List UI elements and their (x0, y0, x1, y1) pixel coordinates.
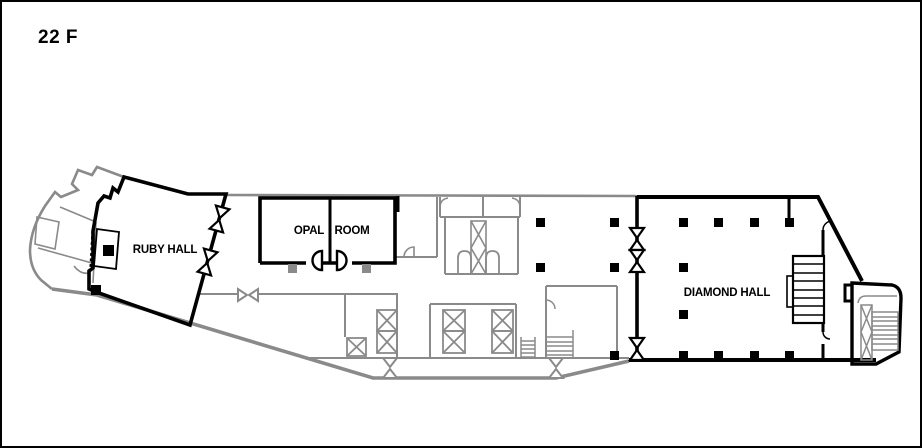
shell-north-wall (225, 193, 638, 198)
elevator-icon (346, 309, 398, 357)
elevator-icon (442, 309, 514, 354)
elevator-bank-left (344, 293, 398, 358)
opal-room-walls (258, 196, 397, 265)
southeast-stair-room (843, 281, 903, 366)
shell-south-wall (51, 287, 630, 380)
opal-right-label: ROOM (335, 225, 370, 237)
door-pockets (457, 250, 500, 274)
diamond-hall-label: DIAMOND HALL (684, 287, 771, 299)
stairs-icon (520, 337, 536, 359)
double-door-icon (627, 226, 647, 252)
escalator-icon (470, 220, 487, 275)
stage-steps (786, 254, 826, 325)
escalator-area (439, 197, 521, 275)
elevator-bank-middle (429, 303, 517, 358)
service-core (200, 197, 629, 359)
stair-room-notch (843, 283, 852, 303)
door-swing-icon (311, 249, 324, 272)
double-door-icon (237, 287, 259, 303)
small-room (395, 197, 438, 258)
door-swing-icon (403, 246, 415, 258)
stage-room (93, 227, 120, 271)
column-marker (362, 264, 371, 273)
double-door-icon (627, 336, 647, 362)
door-swing-icon (439, 197, 521, 207)
column-marker (536, 218, 794, 360)
ruby-hall-walls (87, 174, 229, 328)
stair-room-walls (850, 281, 903, 366)
opal-left-label: OPAL (294, 225, 324, 237)
stairs-icon (857, 295, 899, 361)
floor-label: 22 F (38, 27, 78, 48)
ruby-hall-label: RUBY HALL (133, 244, 198, 256)
double-door-icon (207, 203, 232, 235)
double-door-icon (627, 248, 647, 274)
double-door-icon (546, 357, 566, 379)
door-swing-icon (335, 249, 348, 272)
ruby-hall: RUBY HALL (87, 174, 232, 328)
double-door-icon (195, 246, 220, 278)
diamond-north-wall (637, 195, 864, 282)
stairs-icon (545, 299, 574, 358)
column-marker (91, 285, 101, 295)
core-stair-room (545, 285, 618, 358)
operable-wall (89, 230, 95, 269)
door-swing-icon (822, 220, 833, 340)
double-door-icon (380, 357, 400, 379)
west-tip-rooms (34, 206, 97, 284)
shell-west-tip (28, 165, 125, 291)
stage-marker (103, 245, 114, 256)
column-marker (288, 264, 297, 273)
opal-room: OPAL ROOM (258, 196, 397, 273)
diamond-hall: DIAMOND HALL (536, 195, 876, 362)
